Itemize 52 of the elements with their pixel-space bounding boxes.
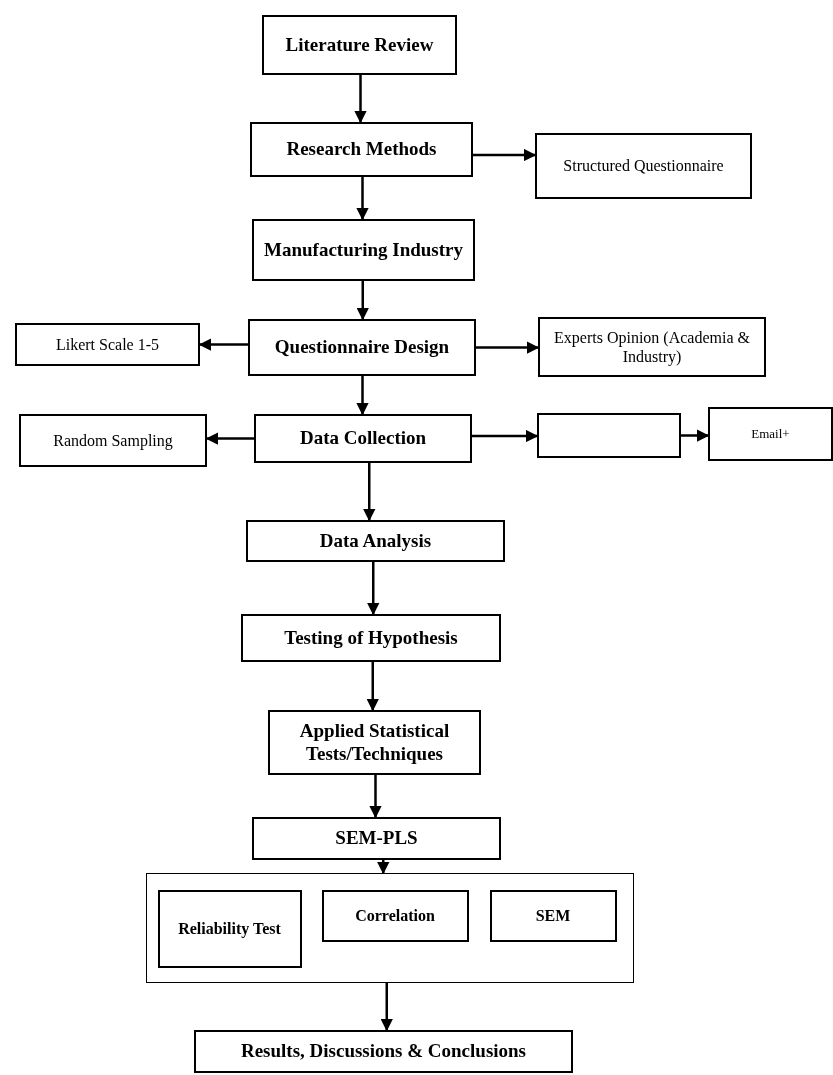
group-box bbox=[146, 873, 634, 983]
process-box bbox=[252, 817, 501, 860]
box-label: Testing of Hypothesis bbox=[283, 625, 459, 650]
box-label: Experts Opinion (Academia & Industry) bbox=[553, 327, 751, 368]
process-box bbox=[321, 889, 469, 942]
process-box bbox=[708, 407, 833, 461]
box-label: Literature Review bbox=[284, 32, 435, 57]
process-box bbox=[262, 15, 457, 75]
arrow bbox=[367, 562, 380, 616]
arrow bbox=[369, 775, 382, 819]
arrow bbox=[681, 429, 710, 442]
process-box bbox=[254, 414, 472, 463]
arrow bbox=[377, 860, 390, 875]
process-box bbox=[268, 710, 481, 775]
empty-box bbox=[537, 413, 681, 458]
box-label: SEM-PLS bbox=[334, 826, 419, 851]
process-box bbox=[250, 122, 473, 177]
process-box bbox=[535, 133, 752, 199]
box-label: Manufacturing Industry bbox=[263, 237, 464, 262]
box-label: Applied Statistical Tests/Techniques bbox=[298, 718, 451, 766]
process-box bbox=[489, 889, 617, 942]
arrow bbox=[473, 148, 537, 162]
box-label: Correlation bbox=[354, 905, 436, 926]
process-box bbox=[246, 520, 505, 562]
arrow bbox=[366, 662, 379, 712]
process-box bbox=[248, 319, 476, 376]
arrow bbox=[472, 429, 539, 443]
process-box bbox=[241, 614, 501, 662]
process-box bbox=[252, 219, 475, 281]
box-label: Random Sampling bbox=[52, 430, 174, 452]
process-box bbox=[19, 414, 207, 467]
arrow bbox=[476, 341, 540, 354]
arrow bbox=[356, 376, 369, 416]
box-label: Email+ bbox=[750, 425, 791, 444]
arrow bbox=[356, 177, 369, 221]
box-label: Likert Scale 1-5 bbox=[54, 334, 161, 355]
process-box bbox=[15, 323, 200, 366]
box-label: Structured Questionnaire bbox=[562, 156, 725, 177]
box-label: Results, Discussions & Conclusions bbox=[239, 1039, 528, 1064]
process-box bbox=[157, 889, 302, 968]
box-label: Data Analysis bbox=[318, 528, 433, 553]
arrow bbox=[363, 463, 376, 522]
arrow bbox=[356, 281, 369, 321]
box-label: Data Collection bbox=[298, 426, 428, 451]
box-label: Research Methods bbox=[285, 137, 438, 162]
box-label: Questionnaire Design bbox=[273, 335, 451, 360]
process-box bbox=[194, 1030, 573, 1073]
arrow bbox=[380, 983, 393, 1032]
box-label: Reliability Test bbox=[177, 918, 282, 940]
arrow bbox=[354, 75, 367, 124]
process-box bbox=[538, 317, 766, 377]
box-label: SEM bbox=[534, 905, 572, 926]
